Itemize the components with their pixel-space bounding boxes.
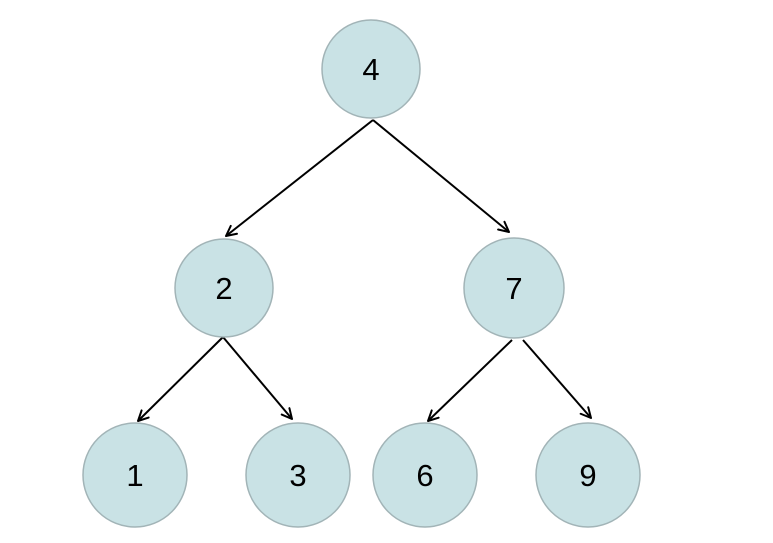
nodes-layer: 4 2 7 1 3 6 9 [82,19,641,528]
tree-node-circle [245,422,351,528]
tree-edge-4-2 [225,119,374,237]
tree-edge-4-7 [372,119,510,233]
tree-node-6: 6 [372,422,478,528]
tree-node-circle [463,237,565,339]
tree-node-label: 1 [126,458,143,493]
tree-node-2: 2 [174,238,274,338]
tree-edge-7-9 [522,339,592,419]
tree-node-9: 9 [535,422,641,528]
tree-node-4: 4 [321,19,421,119]
tree-node-label: 7 [505,271,522,306]
tree-node-circle [372,422,478,528]
tree-node-label: 3 [289,458,306,493]
tree-node-label: 9 [579,458,596,493]
tree-edge-2-3 [222,336,293,420]
tree-node-circle [82,422,188,528]
tree-node-label: 6 [416,458,433,493]
tree-node-label: 4 [362,52,379,87]
tree-edge-7-6 [427,339,513,422]
edges-layer [137,119,592,422]
tree-node-circle [174,238,274,338]
tree-node-label: 2 [215,271,232,306]
tree-node-3: 3 [245,422,351,528]
tree-node-circle [321,19,421,119]
tree-edge-2-1 [137,336,224,422]
tree-node-7: 7 [463,237,565,339]
tree-node-1: 1 [82,422,188,528]
tree-node-circle [535,422,641,528]
